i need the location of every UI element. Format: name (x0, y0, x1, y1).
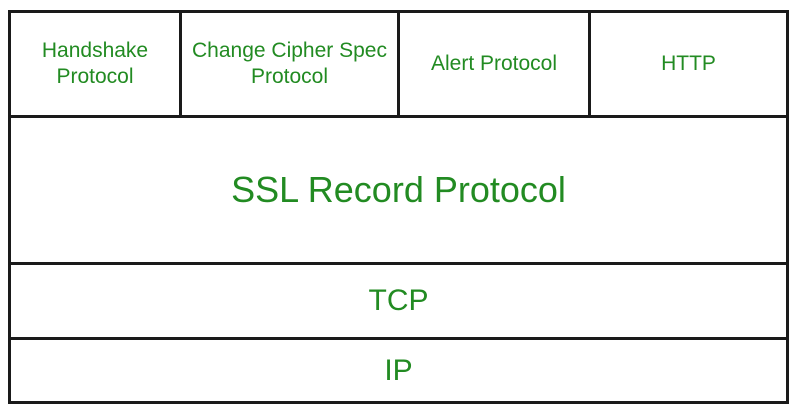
ip-row: IP (11, 340, 786, 401)
box-tcp: TCP (368, 284, 429, 317)
box-handshake-protocol: Handshake Protocol (11, 13, 182, 115)
box-change-cipher-spec-protocol: Change Cipher Spec Protocol (182, 13, 400, 115)
box-ssl-record-protocol: SSL Record Protocol (231, 169, 566, 210)
protocol-stack-diagram: Handshake Protocol Change Cipher Spec Pr… (8, 10, 789, 404)
ssl-record-protocol-row: SSL Record Protocol (11, 118, 786, 265)
box-http: HTTP (661, 51, 716, 75)
box-ip: IP (384, 353, 413, 387)
tcp-row: TCP (11, 265, 786, 340)
top-protocols-row: Handshake Protocol Change Cipher Spec Pr… (11, 13, 786, 118)
box-alert-protocol: Alert Protocol (400, 13, 591, 115)
